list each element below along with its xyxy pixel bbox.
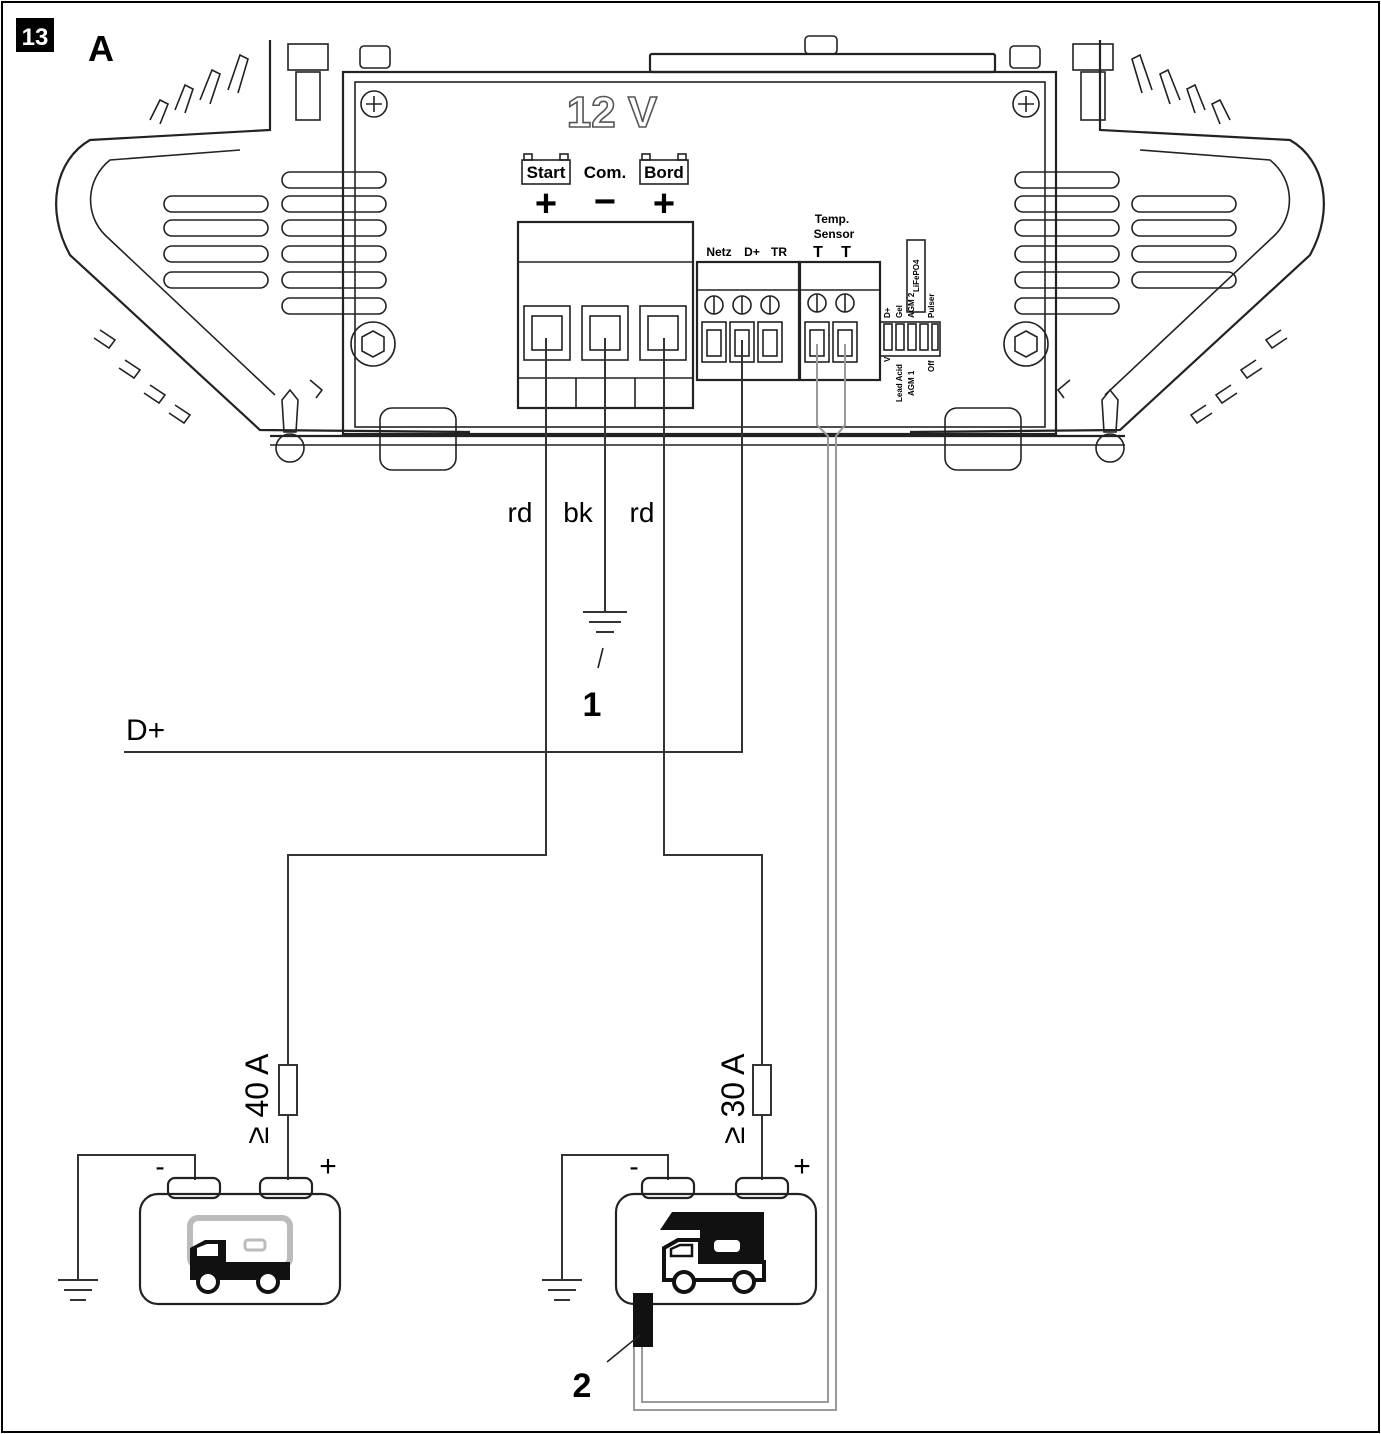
dplus-wire-label: D+	[126, 714, 165, 747]
callout-ground: 1	[583, 686, 602, 724]
bord-wire-color: rd	[630, 497, 655, 528]
starter-battery-minus: -	[155, 1151, 164, 1182]
callout-sensor-leader	[606, 1334, 641, 1363]
start-terminal-label: Start	[527, 163, 566, 182]
com-minus-sign: −	[594, 181, 616, 223]
dip-label-pulser: Pulser	[927, 294, 936, 318]
board-battery-minus: -	[629, 1151, 638, 1182]
ground-symbol	[583, 611, 627, 669]
dip-label-v: V	[883, 356, 892, 362]
temp-sensor-block: Temp. Sensor T T	[798, 212, 882, 382]
camper-cabin-icon-dark	[660, 1212, 764, 1266]
dplus-wire	[124, 340, 743, 753]
tr-terminal-label: TR	[771, 245, 787, 259]
temp-sensor-title-line2: Sensor	[814, 227, 855, 241]
board-fuse-label: ≥ 30 A	[715, 1053, 751, 1144]
dip-label-dplus: D+	[883, 307, 892, 318]
dplus-terminal-label: D+	[744, 245, 760, 259]
temp-sensor-wire	[633, 344, 846, 1411]
starter-battery-plus: +	[319, 1150, 337, 1183]
temp-sensor-t1-label: T	[813, 244, 823, 261]
dip-label-off: Off	[927, 360, 936, 372]
signal-terminal-block: Netz D+ TR	[695, 245, 801, 382]
netz-terminal-label: Netz	[706, 245, 731, 259]
bord-plus-sign: +	[653, 183, 675, 225]
bord-terminal-label: Bord	[644, 163, 684, 182]
board-fuse	[752, 1064, 772, 1116]
dip-label-lead-acid: Lead Acid	[895, 364, 904, 402]
voltage-label: 12 V	[567, 88, 658, 137]
panel-letter: A	[88, 28, 114, 69]
dip-label-agm2: AGM 2	[907, 292, 916, 318]
start-wire-color: rd	[508, 497, 533, 528]
com-terminal-label: Com.	[584, 163, 627, 182]
start-plus-sign: +	[535, 183, 557, 225]
starter-battery: - +	[58, 1150, 342, 1306]
board-positive-wire	[663, 338, 763, 1065]
truck-icon-outline	[662, 1238, 766, 1282]
dip-label-lifepo4: LiFePO4	[912, 259, 921, 292]
dip-label-gel: Gel	[895, 305, 904, 318]
callout-sensor: 2	[573, 1367, 592, 1405]
board-battery: - +	[542, 1150, 818, 1347]
temp-sensor-probe	[633, 1293, 653, 1347]
start-positive-wire	[287, 338, 547, 1065]
figure-number: 13	[22, 24, 49, 51]
com-wire-color: bk	[563, 497, 594, 528]
figure-number-badge	[16, 18, 54, 52]
board-battery-plus: +	[793, 1150, 811, 1183]
start-fuse-label: ≥ 40 A	[239, 1053, 275, 1144]
dip-label-agm1: AGM 1	[907, 370, 916, 396]
temp-sensor-t2-label: T	[841, 244, 851, 261]
dip-switch-block: LiFePO4 D+ Gel AGM 2 Pulser V Lead Acid …	[879, 239, 941, 402]
temp-sensor-title-line1: Temp.	[815, 212, 849, 226]
start-fuse	[278, 1064, 298, 1116]
charger-housing: 12 V	[55, 35, 1325, 471]
